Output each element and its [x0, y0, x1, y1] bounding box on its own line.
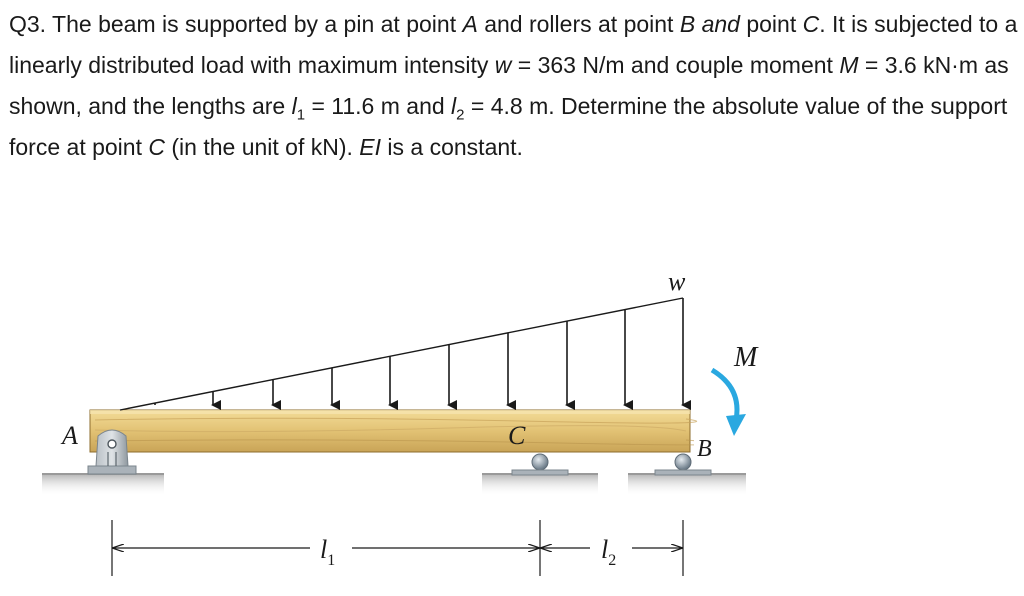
label-b-box: B: [694, 434, 724, 462]
label-m: M: [733, 342, 759, 373]
distributed-load: [119, 297, 691, 411]
question-text: Q3. The beam is supported by a pin at po…: [9, 11, 1018, 160]
pin-support-a: [87, 429, 137, 475]
label-w: w: [668, 267, 686, 296]
roller-support-b: [654, 453, 712, 476]
ground-b: [628, 473, 746, 496]
couple-moment-arrow: [710, 367, 746, 436]
label-b: B: [697, 436, 712, 462]
beam: [89, 409, 719, 453]
ground-a: [42, 473, 164, 496]
label-l1: l1: [320, 535, 335, 569]
roller-support-c: [511, 453, 569, 476]
ground-c: [482, 473, 598, 496]
label-l2: l2: [601, 535, 616, 569]
dimension-lines: [111, 520, 684, 576]
question-number: Q3.: [9, 11, 47, 37]
label-a: A: [60, 421, 78, 450]
label-c: C: [508, 421, 526, 450]
